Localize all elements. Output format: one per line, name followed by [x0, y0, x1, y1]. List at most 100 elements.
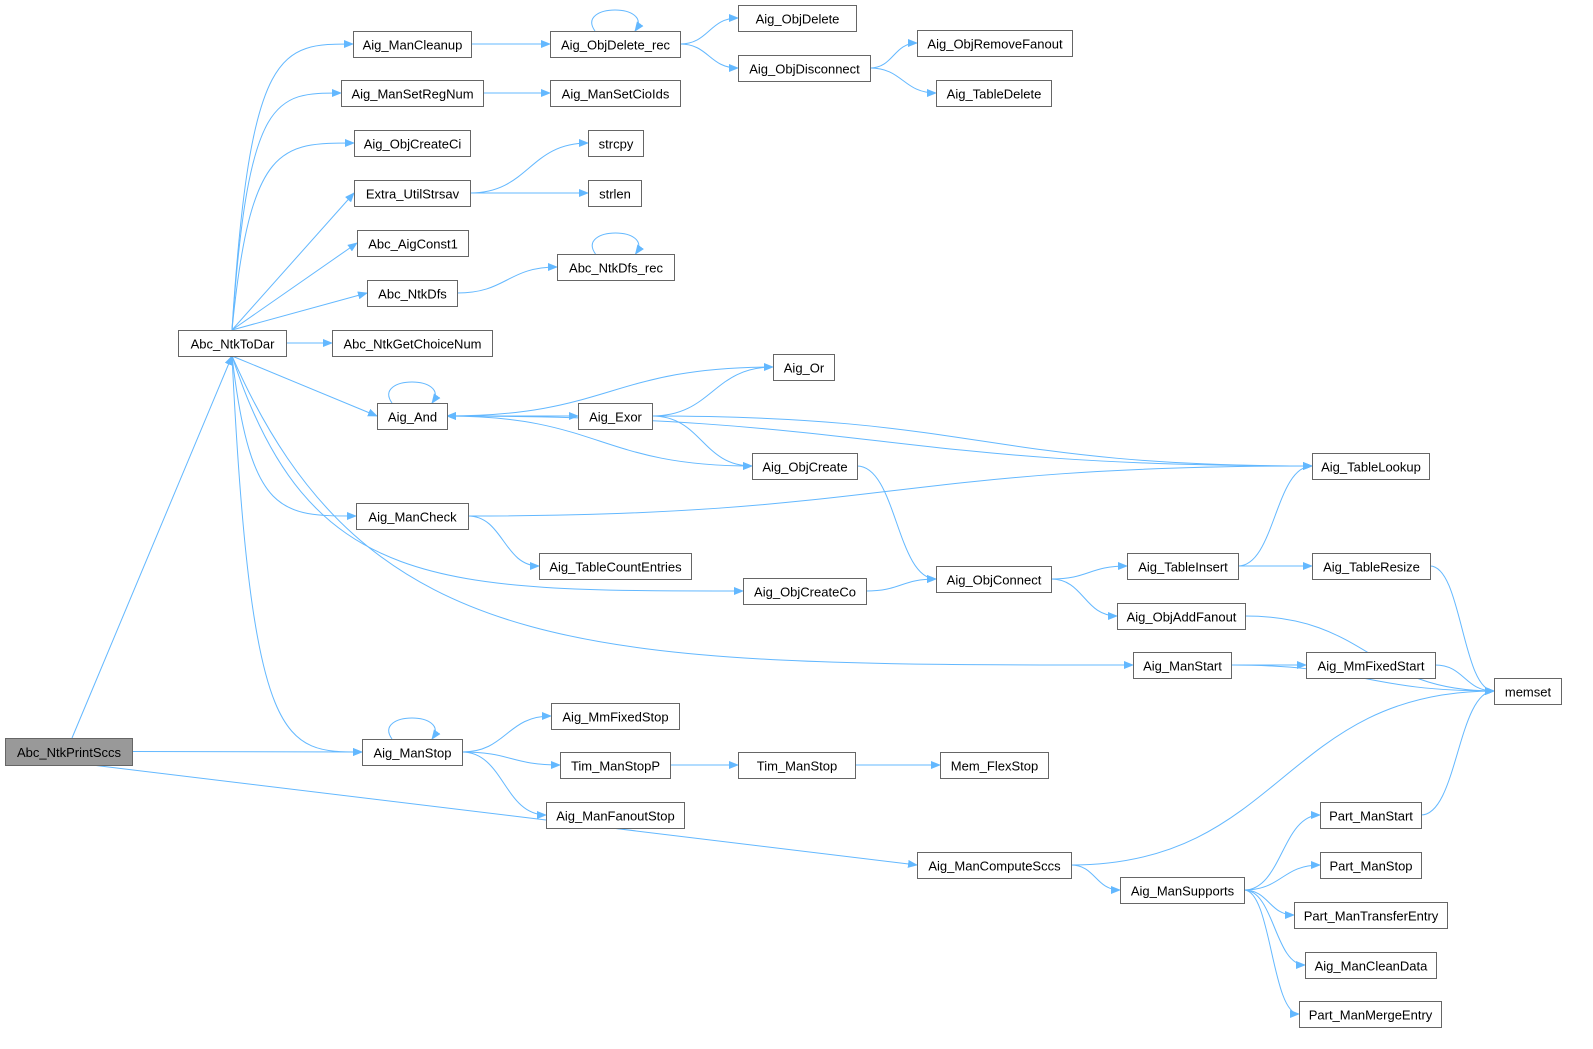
- edge-aig-objcreate-to-aig-objconnect: [856, 465, 937, 583]
- edge-abc-ntktodar-to-aig-and: [231, 355, 378, 417]
- node-box: [1133, 652, 1232, 679]
- node-abc-ntkprintsccs[interactable]: Abc_NtkPrintSccs: [5, 738, 133, 766]
- node-label: Abc_NtkDfs: [378, 287, 447, 302]
- node-aig-objcreateco[interactable]: Aig_ObjCreateCo: [743, 578, 867, 605]
- edge-aig-objdisconnect-to-aig-tabledelete: [869, 67, 937, 97]
- node-label: Aig_ObjCreateCi: [364, 137, 462, 152]
- node-aig-mancheck[interactable]: Aig_ManCheck: [356, 503, 469, 530]
- node-box: [357, 230, 469, 257]
- node-aig-tabledelete[interactable]: Aig_TableDelete: [936, 80, 1052, 107]
- edge-aig-objdelete-rec-to-aig-objdisconnect: [679, 43, 739, 72]
- node-aig-objremovefanout[interactable]: Aig_ObjRemoveFanout: [917, 30, 1073, 57]
- node-label: Aig_ObjDisconnect: [749, 62, 860, 77]
- node-aig-or[interactable]: Aig_Or: [773, 354, 835, 381]
- node-abc-ntktodar[interactable]: Abc_NtkToDar: [178, 330, 287, 357]
- node-aig-objcreateci[interactable]: Aig_ObjCreateCi: [354, 130, 471, 157]
- node-aig-tableinsert[interactable]: Aig_TableInsert: [1127, 553, 1239, 580]
- node-part-manstop[interactable]: Part_ManStop: [1320, 852, 1422, 879]
- node-extra-utilstrsav[interactable]: Extra_UtilStrsav: [354, 180, 471, 207]
- edge-abc-ntktodar-to-aig-mancheck: [231, 355, 357, 520]
- node-aig-mansupports[interactable]: Aig_ManSupports: [1120, 877, 1245, 904]
- node-label: Abc_NtkToDar: [191, 337, 275, 352]
- edge-abc-ntkprintsccs-to-aig-manstop: [131, 747, 363, 756]
- edges: [71, 9, 1495, 1018]
- node-aig-mancleanup[interactable]: Aig_ManCleanup: [353, 31, 472, 58]
- node-abc-ntkdfs[interactable]: Abc_NtkDfs: [367, 280, 458, 307]
- node-abc-ntkdfs-rec[interactable]: Abc_NtkDfs_rec: [557, 254, 675, 281]
- node-aig-objdisconnect[interactable]: Aig_ObjDisconnect: [738, 55, 871, 82]
- node-aig-exor[interactable]: Aig_Exor: [578, 403, 653, 430]
- node-part-mantransferentry[interactable]: Part_ManTransferEntry: [1294, 902, 1448, 929]
- node-box: [1299, 1001, 1442, 1028]
- node-label: Tim_ManStop: [757, 759, 837, 774]
- node-box: [936, 566, 1052, 593]
- node-box: [557, 254, 675, 281]
- node-aig-tableresize[interactable]: Aig_TableResize: [1312, 553, 1431, 580]
- node-part-manstart[interactable]: Part_ManStart: [1320, 802, 1422, 829]
- node-aig-tablelookup[interactable]: Aig_TableLookup: [1312, 453, 1430, 480]
- node-label: Aig_ObjCreateCo: [754, 585, 856, 600]
- node-aig-mmfixedstop[interactable]: Aig_MmFixedStop: [551, 703, 680, 730]
- node-label: Abc_NtkPrintSccs: [17, 745, 122, 760]
- node-part-manmergeentry[interactable]: Part_ManMergeEntry: [1299, 1001, 1442, 1028]
- node-aig-objdelete-rec[interactable]: Aig_ObjDelete_rec: [550, 31, 681, 58]
- node-label: Aig_ManCleanData: [1315, 959, 1429, 974]
- node-aig-objconnect[interactable]: Aig_ObjConnect: [936, 566, 1052, 593]
- node-strcpy[interactable]: strcpy: [588, 130, 644, 157]
- node-box: [356, 503, 469, 530]
- edge-aig-mansupports-to-part-manstop: [1243, 861, 1321, 891]
- edge-abc-ntktodar-to-extra-utilstrsav: [231, 192, 355, 331]
- node-aig-mancleandata[interactable]: Aig_ManCleanData: [1305, 952, 1437, 979]
- edge-abc-ntktodar-to-abc-aigconst1: [231, 242, 358, 331]
- node-aig-mancomputesccs[interactable]: Aig_ManComputeSccs: [917, 852, 1072, 879]
- edge-aig-objconnect-to-aig-objaddfanout: [1050, 578, 1118, 620]
- node-label: Aig_Exor: [589, 410, 642, 425]
- node-label: Aig_ManStart: [1143, 659, 1222, 674]
- node-abc-ntkgetchoicenum[interactable]: Abc_NtkGetChoiceNum: [332, 330, 493, 357]
- node-aig-manstart[interactable]: Aig_ManStart: [1133, 652, 1232, 679]
- node-box: [1312, 453, 1430, 480]
- node-label: Abc_NtkDfs_rec: [569, 261, 663, 276]
- node-box: [1294, 902, 1448, 929]
- edge-aig-tableinsert-to-aig-tablelookup: [1237, 462, 1313, 567]
- node-box: [1127, 553, 1239, 580]
- node-abc-aigconst1[interactable]: Abc_AigConst1: [357, 230, 469, 257]
- edge-abc-ntkdfs-to-abc-ntkdfs-rec: [456, 263, 558, 294]
- node-aig-tablecountentries[interactable]: Aig_TableCountEntries: [539, 553, 692, 580]
- node-aig-objaddfanout[interactable]: Aig_ObjAddFanout: [1117, 603, 1246, 630]
- node-aig-objdelete[interactable]: Aig_ObjDelete: [738, 5, 857, 32]
- node-box: [1117, 603, 1246, 630]
- edge-aig-mancheck-to-aig-tablelookup: [467, 462, 1313, 517]
- node-aig-mmfixedstart[interactable]: Aig_MmFixedStart: [1306, 652, 1436, 679]
- node-box: [738, 55, 871, 82]
- node-tim-manstopp[interactable]: Tim_ManStopP: [560, 752, 671, 779]
- edge-aig-exor-to-aig-tablelookup: [651, 415, 1313, 470]
- edge-abc-ntkprintsccs-to-aig-mancomputesccs: [91, 764, 918, 868]
- node-aig-mansetcioids[interactable]: Aig_ManSetCioIds: [550, 80, 681, 107]
- node-tim-manstop[interactable]: Tim_ManStop: [738, 752, 856, 779]
- node-memset[interactable]: memset: [1494, 678, 1562, 705]
- edge-aig-objdisconnect-to-aig-objremovefanout: [869, 39, 918, 69]
- node-label: strcpy: [599, 137, 634, 152]
- node-box: [752, 453, 858, 480]
- node-aig-and[interactable]: Aig_And: [377, 403, 448, 430]
- edge-abc-ntktodar-to-aig-objcreateci: [231, 139, 355, 331]
- node-strlen[interactable]: strlen: [588, 180, 642, 207]
- node-aig-manfanoutstop[interactable]: Aig_ManFanoutStop: [546, 802, 685, 829]
- edge-aig-objdelete-rec-to-aig-objdelete: [679, 14, 739, 45]
- node-mem-flexstop[interactable]: Mem_FlexStop: [940, 752, 1049, 779]
- edge-aig-mansupports-to-aig-mancleandata: [1243, 889, 1306, 969]
- node-label: Aig_ManStop: [373, 746, 451, 761]
- node-box: [354, 130, 471, 157]
- node-label: Aig_ObjDelete: [756, 12, 840, 27]
- node-label: Aig_Or: [784, 361, 825, 376]
- node-aig-mansetregnum[interactable]: Aig_ManSetRegNum: [341, 80, 484, 107]
- node-label: Aig_ManSetRegNum: [351, 87, 473, 102]
- edge-aig-exor-to-aig-or: [651, 363, 774, 417]
- node-label: Part_ManStop: [1329, 859, 1412, 874]
- node-label: Tim_ManStopP: [571, 759, 660, 774]
- node-aig-objcreate[interactable]: Aig_ObjCreate: [752, 453, 858, 480]
- edge-aig-mancomputesccs-to-memset: [1070, 687, 1495, 866]
- edge-abc-ntkprintsccs-to-abc-ntktodar: [71, 355, 233, 739]
- node-aig-manstop[interactable]: Aig_ManStop: [362, 739, 463, 766]
